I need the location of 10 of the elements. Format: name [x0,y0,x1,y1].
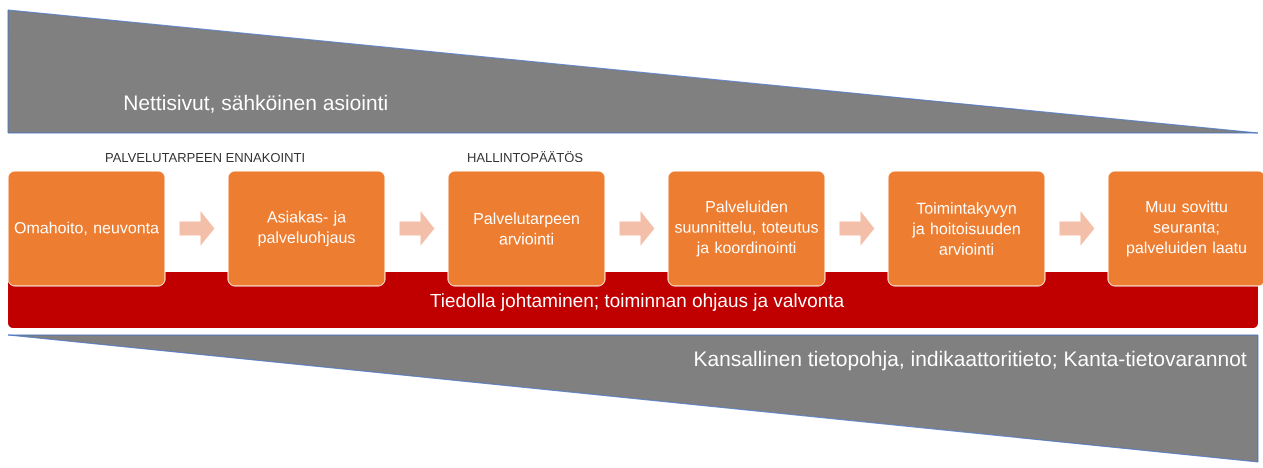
process-box: Palveluiden suunnittelu, toteutus ja koordinointi [667,170,826,287]
process-box: Muu sovittu seuranta; palveluiden laatu [1107,170,1263,287]
process-box: Omahoito, neuvonta [7,170,166,287]
process-box: Asiakas- ja palveluohjaus [227,170,386,287]
process-box: Toimintakyvyn ja hoitoisuuden arviointi [887,170,1046,287]
stage-heading: PALVELUTARPEEN ENNAKOINTI [106,152,304,163]
wedge-band: Kansallinen tietopohja, indikaattoritieto; Kanta-tietovarannot [7,334,1259,463]
process-box: Palvelutarpeen arviointi [447,170,606,287]
stage-heading: HALLINTOPÄÄTÖS [468,151,583,163]
wedge-band: Nettisivut, sähköinen asiointi [7,9,1259,134]
